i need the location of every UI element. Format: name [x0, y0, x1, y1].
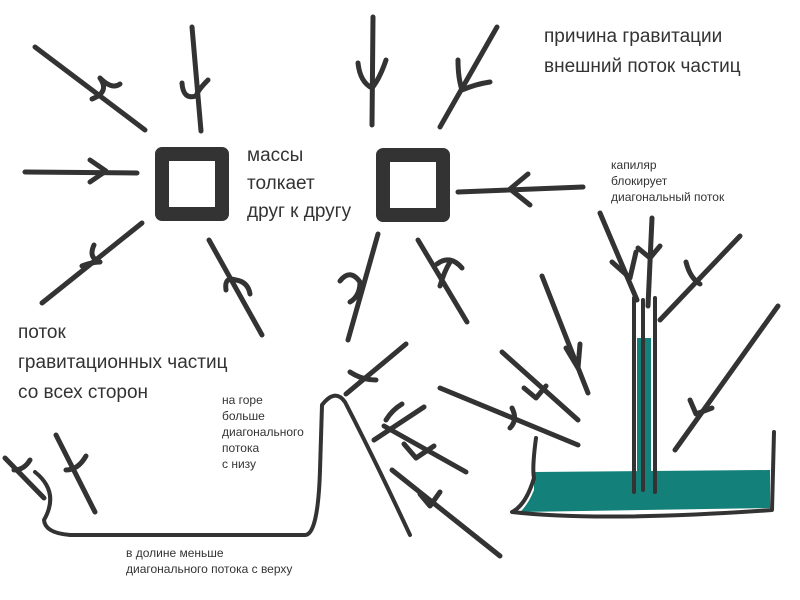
flow-line-2: гравитационных частиц	[18, 352, 228, 373]
flow-text: поток гравитационных частиц со всех стор…	[18, 318, 227, 408]
arrows-left-mass	[22, 24, 265, 338]
mountain-line-4: потока	[222, 441, 260, 455]
mountain-line-5: с низу	[222, 457, 257, 471]
title-text: причина гравитации внешний поток частиц	[544, 22, 741, 82]
mountain-line-1: на горе	[222, 393, 263, 407]
masses-line-1: массы	[247, 145, 304, 166]
mass-block-left	[155, 147, 229, 221]
arrows-mountain	[2, 341, 503, 559]
capillary-line-3: диагональный поток	[611, 190, 725, 204]
diagram-shapes	[2, 14, 781, 559]
mountain-line-2: больше	[222, 409, 265, 423]
flow-line-3: со всех сторон	[18, 382, 149, 403]
mountain-line-3: диагонального	[222, 425, 304, 439]
mass-block-right	[376, 148, 450, 222]
valley-line-2: диагонального потока с верху	[126, 562, 293, 576]
capillary-tubes	[632, 296, 657, 494]
water-pool	[520, 470, 770, 512]
mountain-text: на горе больше диагонального потока с ни…	[222, 392, 304, 472]
capillary-line-1: капиляр	[611, 158, 657, 172]
flow-line-1: поток	[18, 322, 66, 343]
arrows-capillary	[437, 210, 781, 453]
valley-line-1: в долине меньше	[126, 546, 224, 560]
capillary-line-2: блокирует	[611, 174, 668, 188]
title-line-1: причина гравитации	[544, 26, 723, 47]
masses-text: массы толкает друг к другу	[247, 142, 351, 226]
capillary-text: капиляр блокирует диагональный поток	[611, 157, 724, 205]
valley-text: в долине меньше диагонального потока с в…	[126, 545, 292, 577]
arrows-right-mass	[337, 14, 586, 343]
pool-edge	[510, 430, 776, 519]
ground-line	[33, 393, 412, 537]
masses-line-2: толкает	[247, 173, 315, 194]
title-line-2: внешний поток частиц	[544, 56, 741, 77]
masses-line-3: друг к другу	[247, 201, 352, 222]
